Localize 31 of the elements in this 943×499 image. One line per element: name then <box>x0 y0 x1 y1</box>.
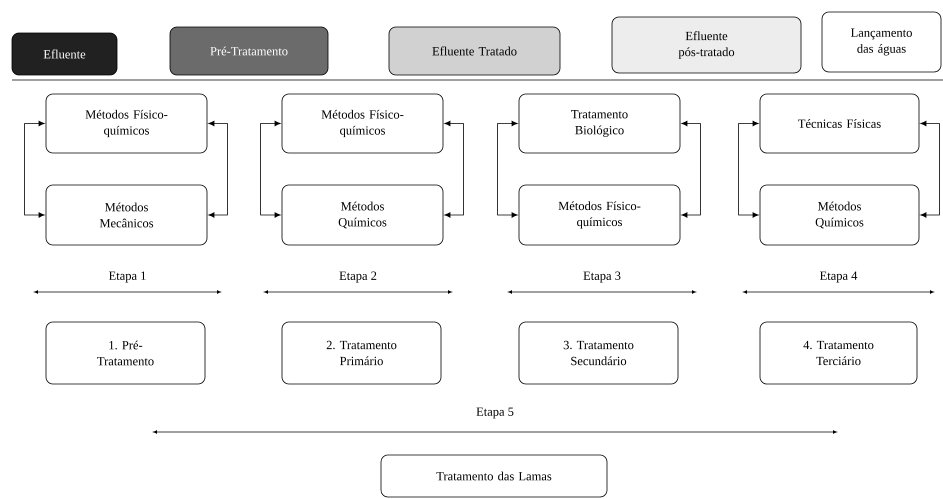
connector-arrow <box>681 120 701 218</box>
stage-box: Lançamento das águas <box>822 12 942 72</box>
stage-label: Etapa 1 <box>108 272 146 282</box>
stage-box: Efluente pós-tratado <box>612 16 802 74</box>
stage-label: Etapa 4 <box>820 272 858 282</box>
treatment-box: 2. Tratamento Primário <box>282 322 442 384</box>
method-box: Métodos Físico-químicos <box>518 184 680 246</box>
stage-label: Etapa 5 <box>476 408 514 418</box>
treatment-box: 3. Tratamento Secundário <box>518 322 678 384</box>
stage-label: Etapa 2 <box>339 272 376 282</box>
stage-box: Pré-Tratamento <box>170 26 328 76</box>
connector-arrow <box>24 120 45 218</box>
connector-arrow <box>260 120 281 218</box>
method-box: Métodos Químicos <box>282 184 444 246</box>
connector-arrow <box>738 120 759 218</box>
stage-box: Efluente Tratado <box>388 26 560 76</box>
connector-arrow <box>208 120 228 218</box>
treatment-box: Tratamento das Lamas <box>380 454 608 498</box>
stage-label: Etapa 3 <box>583 272 620 282</box>
method-box: Métodos Físico-químicos <box>282 94 444 154</box>
method-box: Métodos Mecânicos <box>46 184 208 246</box>
method-box: Tratamento Biológico <box>518 94 680 154</box>
method-box: Métodos Físico-químicos <box>46 94 208 154</box>
method-box: Técnicas Físicas <box>760 94 920 154</box>
connector-arrow <box>444 120 464 218</box>
treatment-box: 4. Tratamento Terciário <box>760 322 918 384</box>
method-box: Métodos Químicos <box>760 184 920 246</box>
stage-box: Efluente <box>12 32 118 76</box>
connector-arrow <box>920 120 940 218</box>
connector-arrow <box>497 120 518 218</box>
treatment-box: 1. Pré-Tratamento <box>46 322 206 384</box>
